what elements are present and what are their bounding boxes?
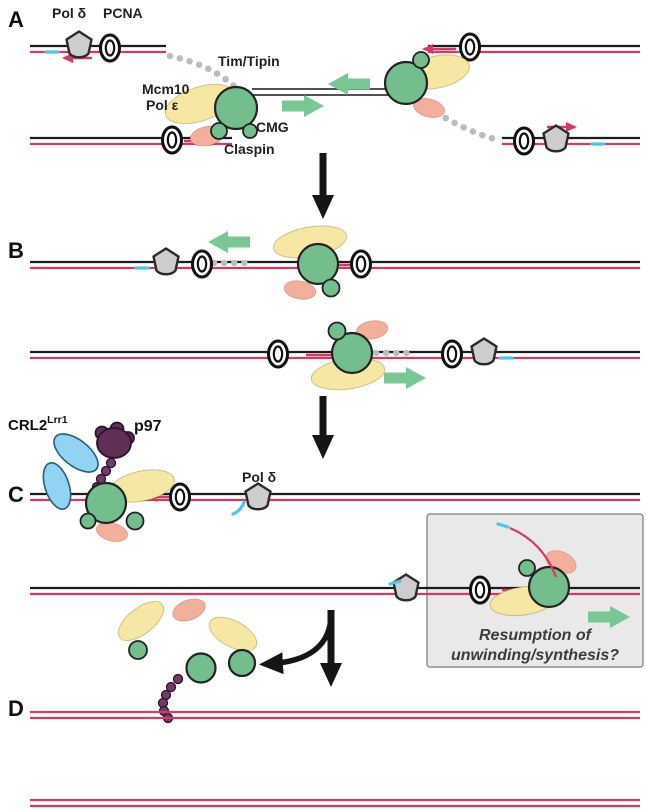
- fork-direction-arrow-left: [208, 231, 250, 253]
- pcna-ring: [459, 32, 481, 62]
- p97-label: p97: [134, 418, 162, 435]
- pol-epsilon-subunit: [79, 512, 97, 530]
- cmg-subunit: [227, 648, 257, 678]
- claspin-label: Claspin: [224, 141, 275, 157]
- fork-direction-arrow-right: [282, 95, 324, 117]
- panel-c: C CRL2Lrr1 p97: [8, 414, 644, 724]
- replisome-b-top: [272, 225, 372, 300]
- panel-b-label: B: [8, 238, 24, 263]
- rna-primer-tail: [231, 500, 246, 516]
- left-replisome: [161, 83, 259, 155]
- pcna-ring: [267, 339, 289, 369]
- rna-primer-tick: [496, 522, 510, 529]
- rna-primer-tick: [388, 579, 402, 586]
- cmg-helicase: [527, 565, 571, 609]
- pcna-label: PCNA: [103, 5, 143, 21]
- crl2-subunit: [42, 462, 72, 510]
- panel-d-label: D: [8, 696, 24, 721]
- disassembly-arrow: [259, 609, 334, 675]
- pol-delta-shape: [470, 337, 498, 366]
- mcm10-subunit: [125, 511, 145, 531]
- pol-epsilon-subunit: [210, 122, 228, 140]
- panel-b: B: [8, 225, 640, 391]
- lagging-strand-dots: [166, 52, 238, 90]
- crl2-subunit: [53, 433, 99, 473]
- pol-delta-shape: [392, 573, 420, 602]
- replisome-b-bottom: [267, 320, 389, 391]
- tim-tipin-blob: [117, 600, 165, 642]
- pcna-ring: [441, 339, 463, 369]
- crl2-ligase: [42, 433, 99, 510]
- unreplicated-parental-duplex: [252, 88, 392, 96]
- claspin-blob: [95, 521, 129, 543]
- pcna-ring: [469, 575, 491, 605]
- cmg-helicase: [383, 60, 429, 106]
- pcna-ring: [99, 33, 121, 63]
- mcm10-subunit: [128, 640, 148, 660]
- crl2-lrr1-label: CRL2Lrr1: [8, 414, 68, 434]
- pol-delta-shape: [542, 124, 570, 153]
- cmg-subunit: [185, 652, 217, 684]
- pol-delta-label-c: Pol δ: [242, 469, 276, 485]
- cmg-helicase: [213, 85, 259, 131]
- pol-epsilon-label: Pol ε: [146, 97, 179, 113]
- tim-tipin-blob: [208, 616, 258, 652]
- pol-delta-shape: [244, 482, 272, 511]
- claspin-blob: [172, 598, 206, 622]
- ubiquitin-chain: [157, 673, 184, 724]
- panel-a-label: A: [8, 7, 24, 32]
- pol-delta-shape: [65, 30, 93, 59]
- cmg-helicase: [330, 331, 374, 375]
- dna-duplex-d-top: [30, 710, 640, 720]
- p97-segregase: [94, 421, 135, 459]
- fork-direction-arrow-right: [384, 367, 426, 389]
- claspin-blob: [412, 97, 446, 119]
- fork-direction-arrow-left: [328, 73, 370, 95]
- pcna-ring: [350, 249, 372, 279]
- claspin-blob: [283, 280, 317, 300]
- panel-a: A: [8, 5, 640, 157]
- tim-tipin-label: Tim/Tipin: [218, 53, 280, 69]
- pcna-ring: [191, 249, 213, 279]
- mcm10-subunit: [412, 51, 430, 69]
- cmg-helicase: [84, 481, 128, 525]
- pol-delta-shape: [152, 247, 180, 276]
- panel-d: D: [8, 696, 640, 808]
- pol-delta-label: Pol δ: [52, 5, 86, 21]
- mcm10-subunit: [321, 278, 341, 298]
- pcna-ring: [161, 125, 183, 155]
- mcm10-subunit: [327, 321, 347, 341]
- pol-delta-pcna-bottom-right: [513, 124, 570, 156]
- mcm10-subunit: [518, 559, 536, 577]
- replisome-c-inset: [469, 522, 577, 617]
- pcna-ring: [513, 126, 535, 156]
- cmg-helicase: [296, 242, 340, 286]
- box-caption-line1: Resumption of: [479, 627, 593, 644]
- mcm10-subunit: [242, 123, 258, 139]
- dna-duplex-d-bottom: [30, 798, 640, 808]
- displaced-nascent-strand: [509, 526, 558, 578]
- right-replisome: [383, 32, 481, 119]
- panel-c-label: C: [8, 482, 24, 507]
- dna-duplex-top-left: [30, 44, 166, 54]
- disassembled-components: [117, 598, 258, 724]
- cmg-label: CMG: [256, 119, 289, 135]
- mcm10-label: Mcm10: [142, 81, 190, 97]
- replisome-c: [79, 469, 191, 543]
- pcna-ring: [169, 482, 191, 512]
- box-caption-line2: unwinding/synthesis?: [451, 647, 619, 664]
